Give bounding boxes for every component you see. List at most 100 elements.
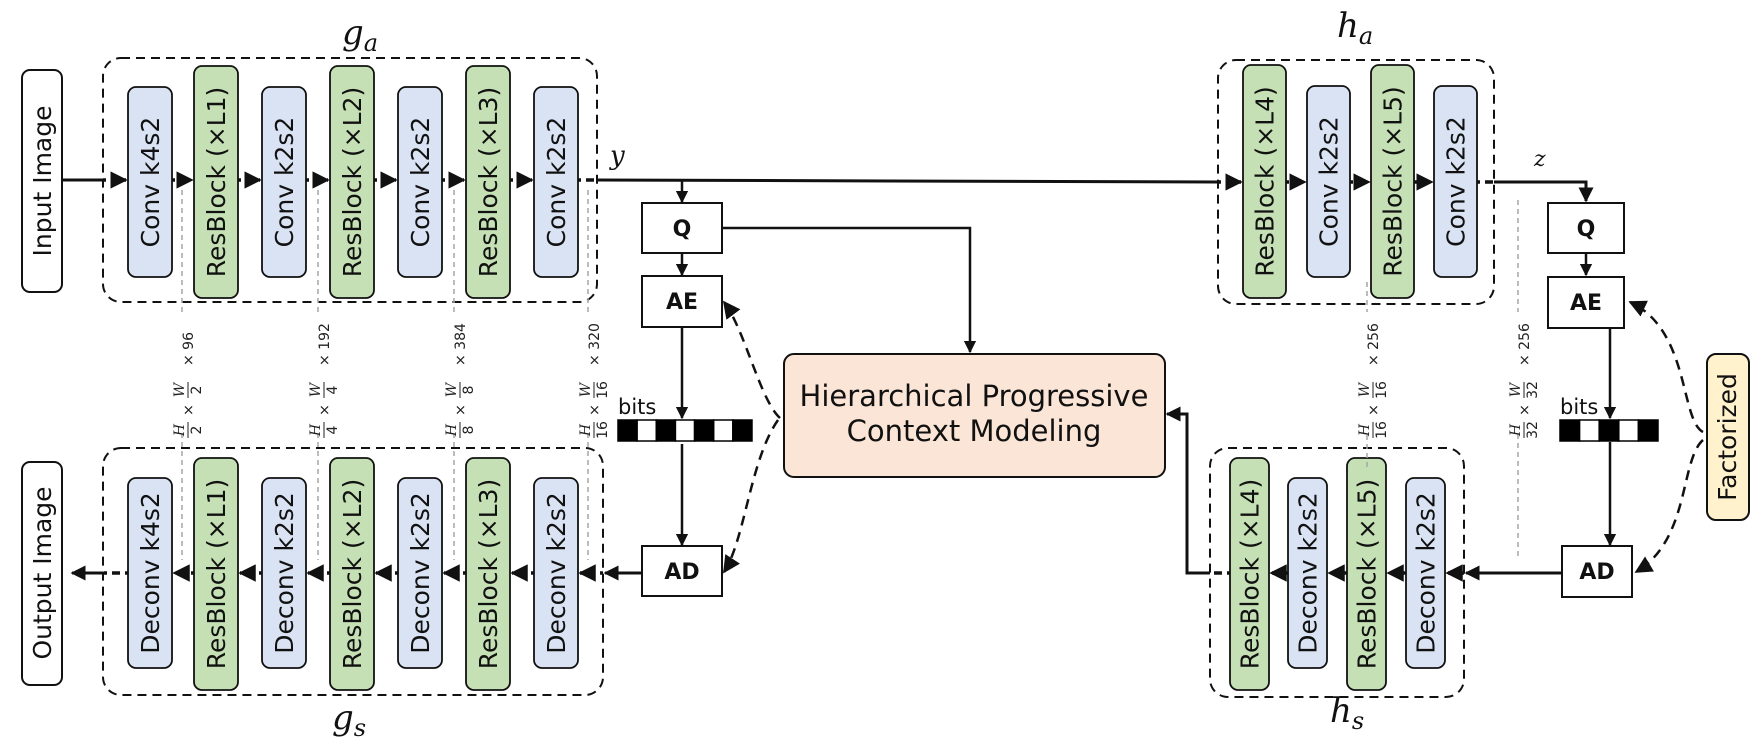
output-image-node: Output Image: [21, 461, 63, 686]
factorized-to-aez-dashed: [1628, 300, 1704, 434]
dim-h-den: 32: [1525, 421, 1541, 439]
g-s-block-resblock: ResBlock (×L3): [465, 457, 511, 691]
quantizer-z: Q: [1547, 202, 1625, 254]
dim-h: H: [172, 423, 188, 437]
g-s-block-conv: Deconv k2s2: [533, 477, 579, 669]
block-label: Conv k2s2: [270, 117, 299, 248]
context-to-ae-dashed: [722, 300, 781, 419]
block-label: ResBlock (×L5): [1379, 86, 1408, 277]
g-a-block-resblock: ResBlock (×L1): [193, 65, 239, 299]
bit-cell: [1559, 419, 1581, 442]
bitstream-y: [617, 419, 753, 442]
hs-to-context-arrow: [1165, 406, 1210, 575]
h-a-block-conv: Conv k2s2: [1306, 85, 1351, 278]
dim-h: H: [444, 423, 460, 437]
g-s-block-resblock: ResBlock (×L1): [193, 457, 239, 691]
g-a-block-resblock: ResBlock (×L3): [465, 65, 511, 299]
block-label: Deconv k2s2: [542, 492, 571, 654]
factorized-label: Factorized: [1713, 373, 1742, 501]
block-label: ResBlock (×L3): [474, 87, 503, 278]
dim-channels: × 192: [317, 323, 333, 366]
g-s-blocks: Deconv k4s2 ResBlock (×L1) Deconv k2s2 ResB…: [127, 457, 579, 691]
h-s-block-conv: Deconv k2s2: [1405, 477, 1446, 669]
g-a-block-conv: Conv k2s2: [397, 86, 443, 278]
flow-lines: [103, 171, 1494, 582]
dim-w: W: [172, 381, 188, 397]
block-label: Deconv k2s2: [406, 492, 435, 654]
dim-h: H: [1357, 423, 1373, 437]
dim-h-den: 4: [325, 425, 341, 434]
y-main-line: [596, 178, 1219, 184]
h-s-blocks: ResBlock (×L4) Deconv k2s2 ResBlock (×L5) D…: [1229, 457, 1446, 691]
dim-h: H: [308, 423, 324, 437]
dim-times: ×: [587, 404, 603, 416]
h-s-block-conv: Deconv k2s2: [1287, 477, 1328, 669]
block-label: Conv k2s2: [1442, 116, 1471, 247]
quantizer-y: Q: [641, 202, 723, 254]
dim-w: W: [578, 381, 594, 397]
dim-channels: × 256: [1366, 323, 1382, 366]
dim-w: W: [1508, 381, 1524, 397]
dim-h-den: 2: [189, 426, 205, 435]
dim-w-den: 8: [461, 386, 477, 395]
context-to-ad-dashed: [722, 419, 780, 574]
svg-text:AD: AD: [664, 560, 699, 585]
block-label: ResBlock (×L5): [1353, 479, 1382, 670]
dim-h: H: [578, 423, 594, 437]
latent-y-label: y: [609, 141, 625, 171]
g-a-blocks: Conv k4s2 ResBlock (×L1) Conv k2s2 ResBlock…: [127, 65, 579, 299]
block-label: Deconv k2s2: [270, 492, 299, 654]
block-label: ResBlock (×L3): [474, 479, 503, 670]
block-label: Conv k2s2: [1315, 116, 1344, 247]
block-label: Deconv k4s2: [136, 492, 165, 654]
dim-times: ×: [1517, 404, 1533, 416]
dim-label-bg: [1511, 312, 1537, 434]
block-label: ResBlock (×L4): [1236, 479, 1265, 670]
g-a-block-resblock: ResBlock (×L2): [329, 65, 375, 299]
dim-w-den: 2: [189, 386, 205, 395]
dim-w: W: [1357, 381, 1373, 397]
block-label: Conv k2s2: [406, 117, 435, 248]
h-s-block-resblock: ResBlock (×L4): [1229, 457, 1270, 691]
svg-text:Q: Q: [1577, 217, 1596, 242]
block-label: ResBlock (×L2): [338, 87, 367, 278]
q-to-context-arrow: [722, 226, 977, 354]
dim-w-den: 16: [595, 381, 611, 399]
factorized-to-adz-dashed: [1634, 439, 1704, 574]
z-main-line: [1494, 180, 1594, 203]
input-image-node: Input Image: [21, 69, 63, 293]
svg-text:AE: AE: [666, 290, 698, 315]
g-s-block-conv: Deconv k2s2: [261, 477, 307, 669]
dim-guides: [175, 190, 1537, 560]
context-model-node: Hierarchical Progressive Context Modelin…: [783, 353, 1166, 478]
h-a-label: ha: [1337, 6, 1373, 50]
bit-cell: [1637, 419, 1659, 442]
block-label: ResBlock (×L2): [338, 479, 367, 670]
dim-channels: × 384: [453, 323, 469, 366]
svg-text:Q: Q: [673, 217, 692, 242]
g-s-block-conv: Deconv k2s2: [397, 477, 443, 669]
block-label: ResBlock (×L1): [202, 87, 231, 278]
arithmetic-decoder-z: AD: [1561, 545, 1633, 598]
context-model-line1: Hierarchical Progressive: [800, 379, 1149, 413]
output-image-label: Output Image: [28, 486, 57, 659]
bit-cell: [1578, 419, 1600, 442]
g-s-block-resblock: ResBlock (×L2): [329, 457, 375, 691]
g-a-block-conv: Conv k4s2: [127, 86, 173, 278]
bit-cell: [674, 419, 696, 442]
bit-cell: [693, 419, 715, 442]
h-a-block-resblock: ResBlock (×L5): [1370, 64, 1415, 299]
g-s-block-conv: Deconv k4s2: [127, 477, 173, 669]
bit-cell: [655, 419, 677, 442]
g-s-label: gs: [332, 698, 366, 740]
dim-channels: × 320: [587, 323, 603, 366]
h-s-block-resblock: ResBlock (×L5): [1346, 457, 1387, 691]
